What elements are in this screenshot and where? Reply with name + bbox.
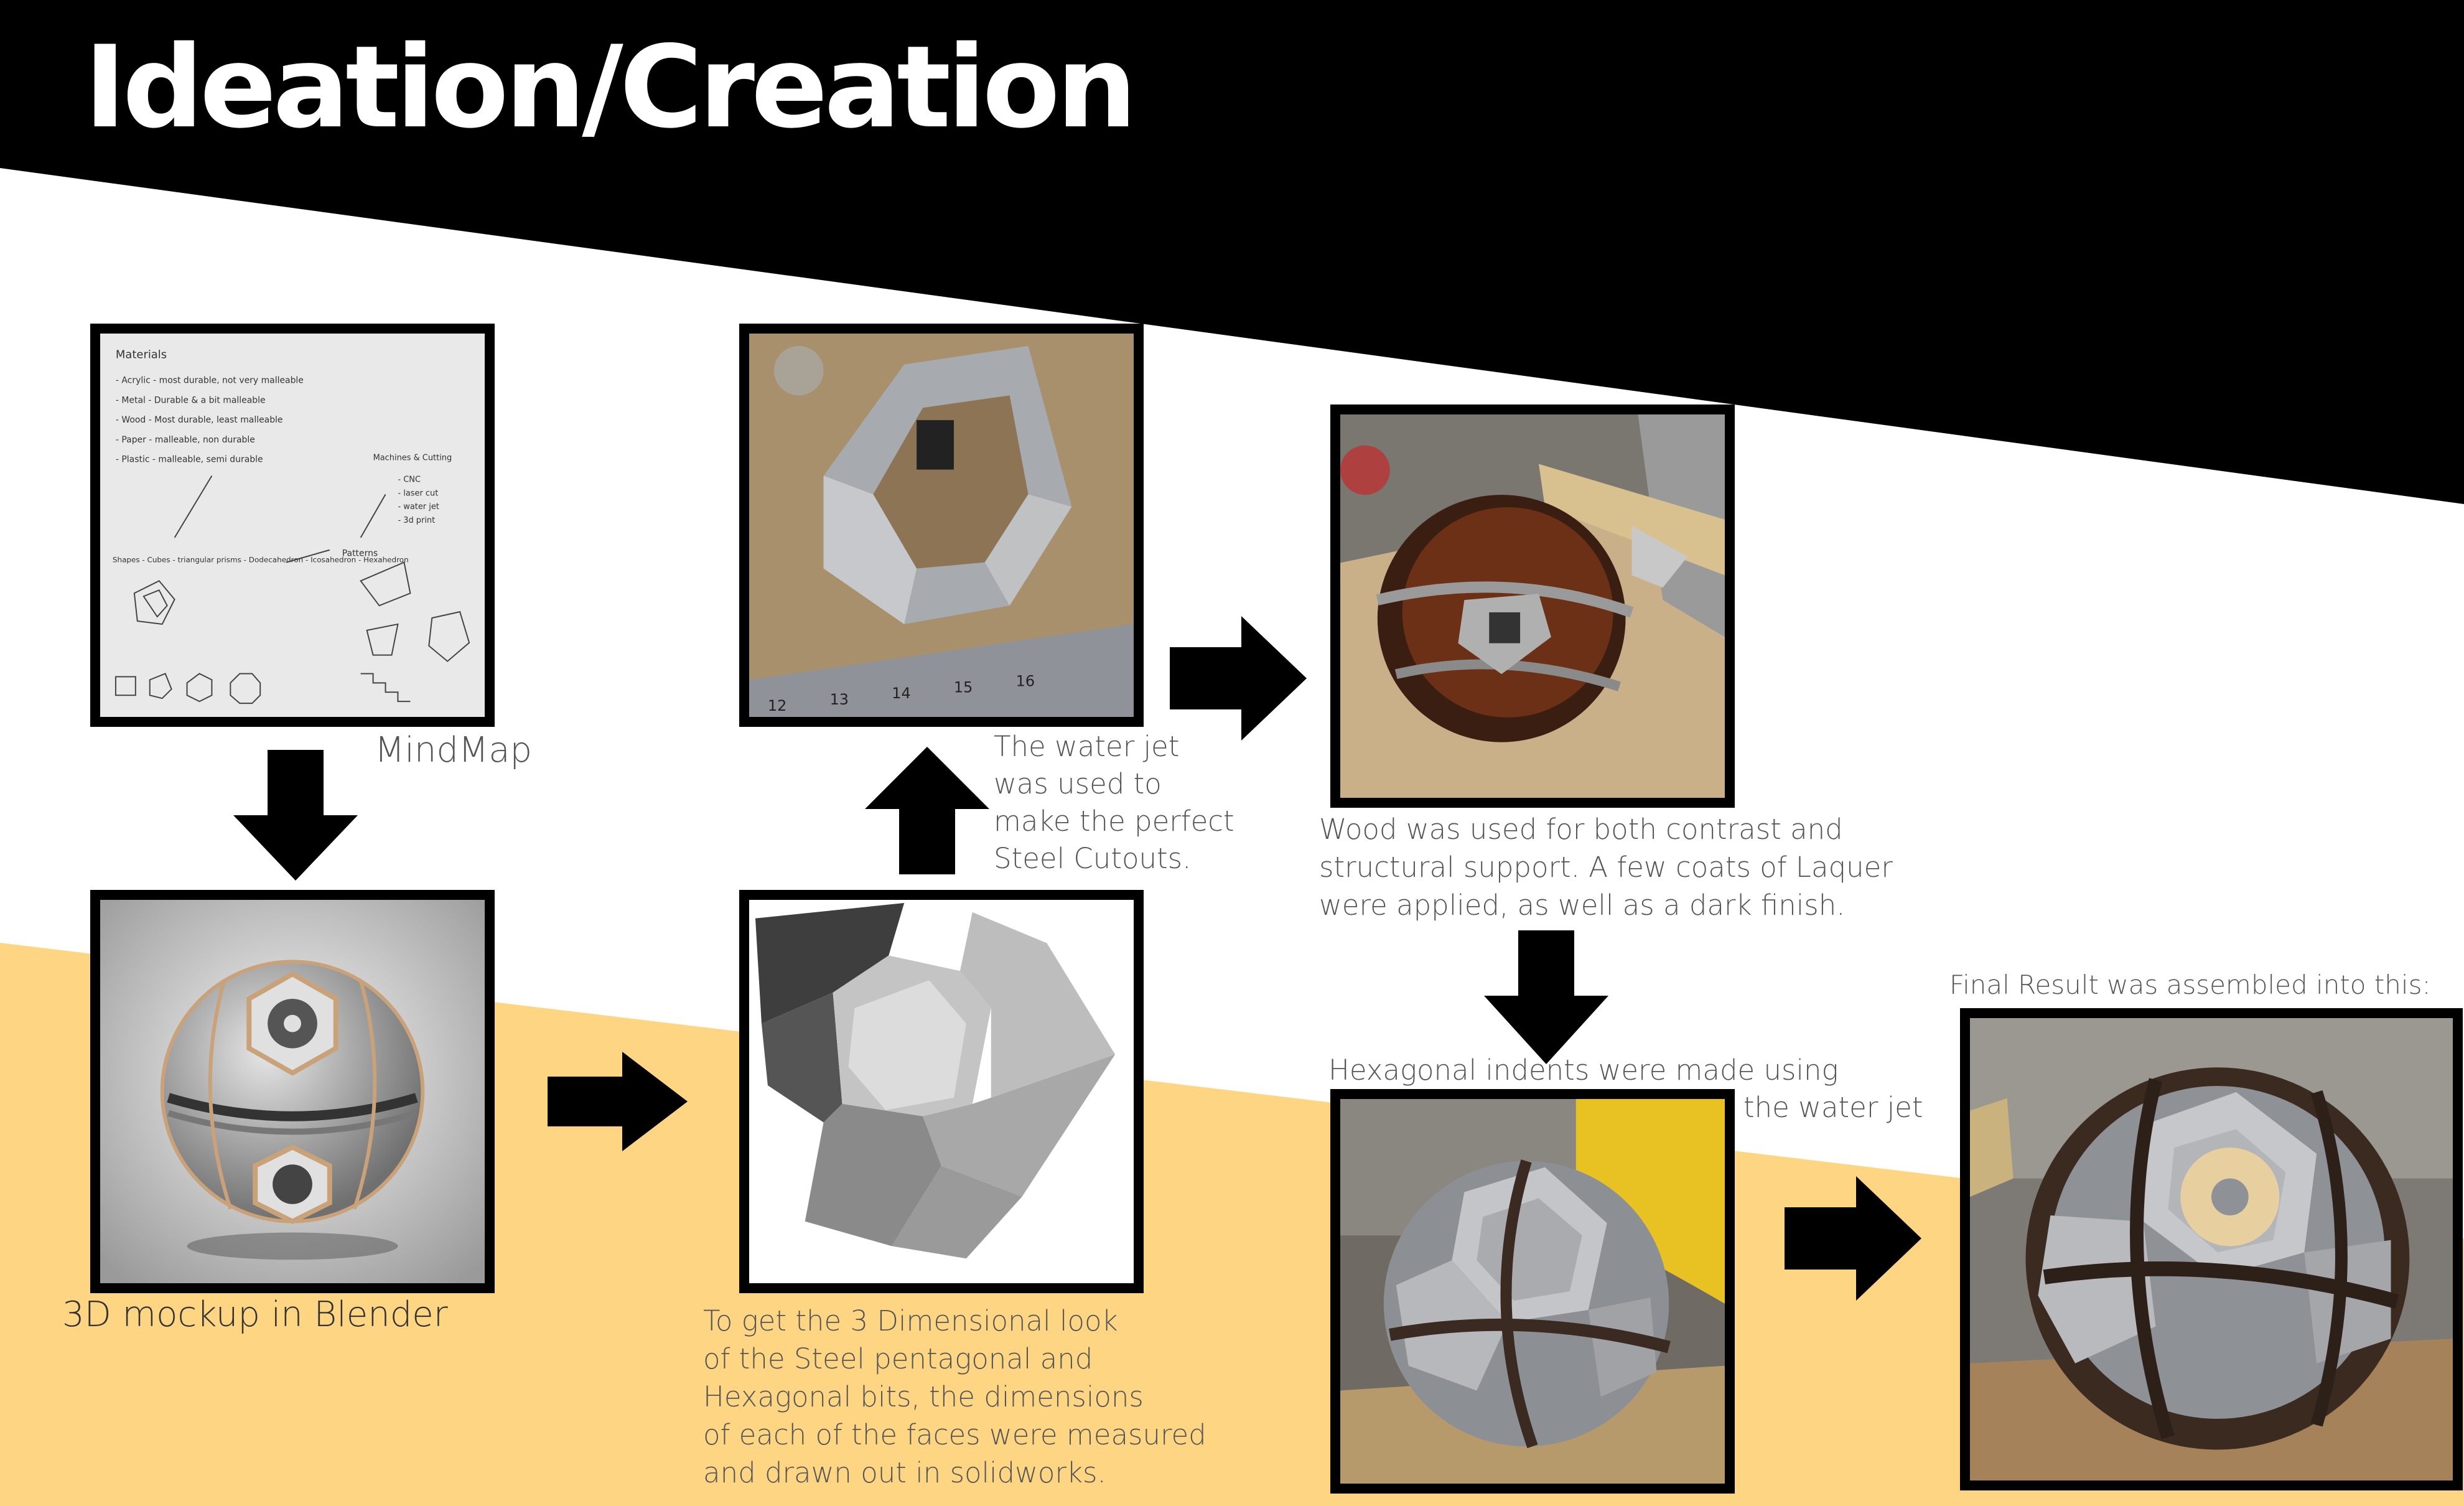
- sketch-line: - Paper - malleable, non durable: [116, 435, 255, 445]
- ruler-mark: 14: [892, 685, 910, 702]
- black-diagonal-band: [0, 0, 2464, 504]
- solidworks-caption-line: To get the 3 Dimensional look: [703, 1304, 1118, 1337]
- sketch-patterns: Patterns: [342, 549, 378, 559]
- sketch-line: - Plastic - malleable, semi durable: [116, 455, 263, 465]
- arrow-right-icon: [1170, 616, 1307, 741]
- solidworks-caption-line: Hexagonal bits, the dimensions: [703, 1380, 1144, 1413]
- arrow-up-icon: [865, 747, 989, 874]
- hexagonal-caption-line2: the water jet: [1743, 1091, 1923, 1124]
- ruler-mark: 13: [830, 691, 849, 708]
- ruler-mark: 16: [1016, 672, 1035, 690]
- mockup-caption: 3D mockup in Blender: [62, 1294, 448, 1335]
- waterjet-caption-line: was used to: [994, 767, 1162, 800]
- waterjet-caption-line: The water jet: [994, 730, 1180, 763]
- wood-caption-line: structural support. A few coats of Laque…: [1319, 851, 1893, 884]
- sketch-machine-item: - 3d print: [398, 516, 435, 525]
- arrow-down-icon: [1484, 930, 1608, 1064]
- wood-lacquer-photo: [1330, 405, 1735, 808]
- page-title: Ideation/Creation: [84, 21, 1137, 153]
- hexagonal-caption-line1: Hexagonal indents were made using: [1328, 1054, 1839, 1087]
- sketch-machine-item: - CNC: [398, 475, 421, 484]
- sketch-line: - Metal - Durable & a bit malleable: [116, 395, 266, 405]
- waterjet-caption-line: Steel Cutouts.: [994, 842, 1192, 875]
- arrow-down-icon: [233, 750, 358, 881]
- waterjet-cutout-photo: 12 13 14 15 16: [739, 324, 1144, 727]
- solidworks-faces-drawing: [739, 890, 1144, 1293]
- blender-mockup-render: [90, 890, 495, 1293]
- ruler-mark: 15: [954, 678, 973, 696]
- solidworks-caption: To get the 3 Dimensional look of the Ste…: [703, 1302, 1206, 1492]
- sketch-heading: Materials: [116, 348, 167, 362]
- solidworks-caption-line: of each of the faces were measured: [703, 1418, 1206, 1451]
- sketch-line: - Acrylic - most durable, not very malle…: [116, 376, 304, 386]
- sketch-machine-item: - water jet: [398, 502, 439, 512]
- wood-caption-line: Wood was used for both contrast and: [1319, 813, 1843, 846]
- waterjet-caption: The water jet was used to make the perfe…: [994, 728, 1234, 877]
- solidworks-caption-line: of the Steel pentagonal and: [703, 1342, 1093, 1375]
- arrow-right-icon: [548, 1052, 688, 1151]
- mindmap-caption: MindMap: [375, 730, 533, 770]
- wood-caption: Wood was used for both contrast and stru…: [1319, 810, 1893, 924]
- mindmap-photo: Materials - Acrylic - most durable, not …: [90, 324, 495, 727]
- waterjet-caption-line: make the perfect: [994, 805, 1234, 838]
- final-result-caption: Final Result was assembled into this:: [1949, 970, 2431, 1000]
- sketch-line: - Wood - Most durable, least malleable: [116, 415, 283, 425]
- solidworks-caption-line: and drawn out in solidworks.: [703, 1456, 1106, 1489]
- arrow-right-icon: [1785, 1176, 1921, 1301]
- sketch-machine-item: - laser cut: [398, 489, 438, 498]
- ruler-mark: 12: [768, 697, 786, 714]
- hexagonal-indents-photo: [1330, 1089, 1735, 1494]
- wood-caption-line: were applied, as well as a dark finish.: [1319, 889, 1846, 922]
- sketch-shapes: Shapes - Cubes - triangular prisms - Dod…: [113, 556, 409, 564]
- final-result-photo: [1960, 1008, 2463, 1490]
- sketch-machines: Machines & Cutting: [373, 454, 452, 463]
